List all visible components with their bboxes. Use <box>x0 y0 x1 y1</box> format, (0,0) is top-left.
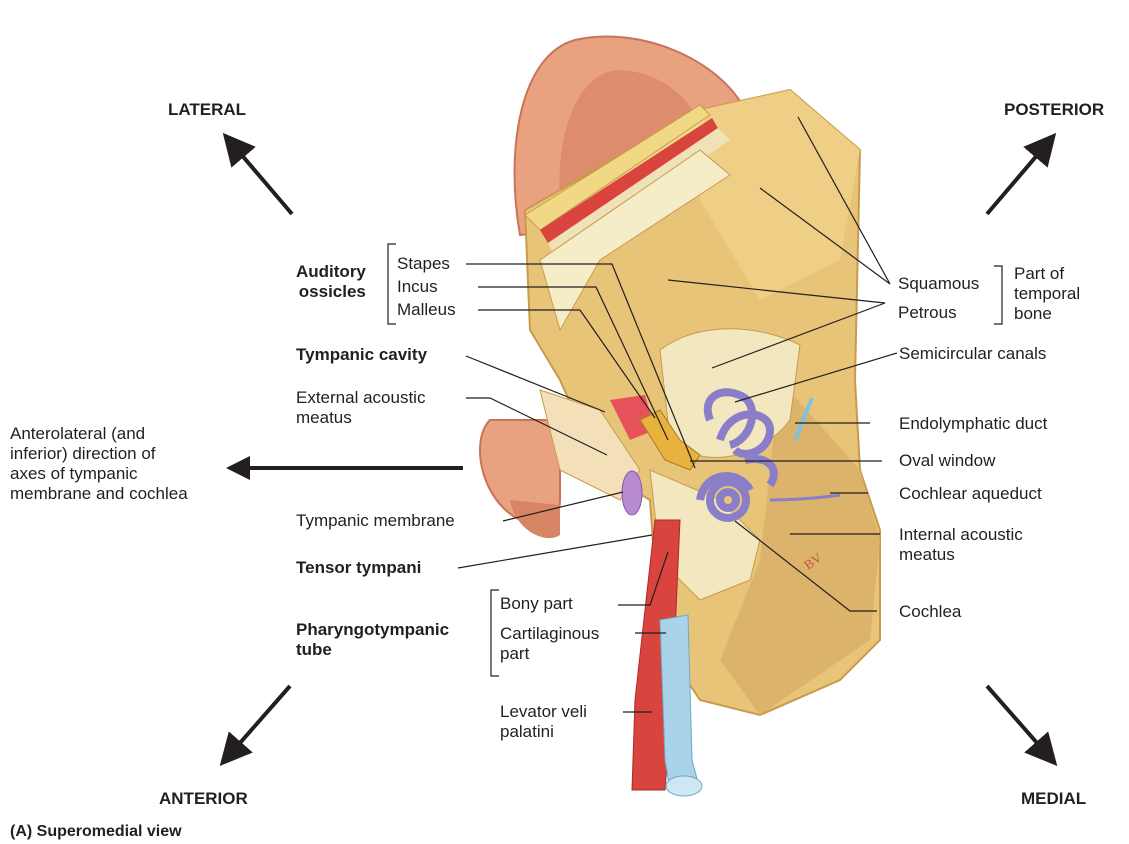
tympanic-membrane-label: Tympanic membrane <box>296 511 455 531</box>
anterior-label: ANTERIOR <box>159 789 248 809</box>
auditory-ossicles-label: Auditory ossicles <box>296 262 366 302</box>
medial-label: MEDIAL <box>1021 789 1086 809</box>
petrous-label: Petrous <box>898 303 957 323</box>
posterior-arrow <box>987 139 1051 214</box>
tympanic-cavity-label: Tympanic cavity <box>296 345 427 365</box>
external-acoustic-meatus-line-2: meatus <box>296 408 425 428</box>
auditory-ossicles-line-2: ossicles <box>296 282 366 302</box>
internal-acoustic-meatus-label: Internal acoustic meatus <box>899 525 1023 565</box>
levator-veli-palatini-line-2: palatini <box>500 722 587 742</box>
pharyngotympanic-tube-line-1: Pharyngotympanic <box>296 620 449 640</box>
cartilaginous-part-label: Cartilaginous part <box>500 624 599 664</box>
axes-direction-line-2: inferior) direction of <box>10 444 188 464</box>
semicircular-canals-label: Semicircular canals <box>899 344 1046 364</box>
levator-veli-palatini-label: Levator veli palatini <box>500 702 587 742</box>
stapes-label: Stapes <box>397 254 450 274</box>
posterior-label: POSTERIOR <box>1004 100 1104 120</box>
endolymphatic-duct-label: Endolymphatic duct <box>899 414 1047 434</box>
axes-direction-line-1: Anterolateral (and <box>10 424 188 444</box>
part-of-temporal-bone-line-1: Part of <box>1014 264 1080 284</box>
axes-direction-line-3: axes of tympanic <box>10 464 188 484</box>
part-of-temporal-bone-label: Part of temporal bone <box>1014 264 1080 324</box>
part-of-temporal-bone-line-3: bone <box>1014 304 1080 324</box>
oval-window-label: Oval window <box>899 451 995 471</box>
internal-acoustic-meatus-line-2: meatus <box>899 545 1023 565</box>
medial-arrow <box>987 686 1052 760</box>
cartilaginous-part-line-1: Cartilaginous <box>500 624 599 644</box>
malleus-label: Malleus <box>397 300 456 320</box>
bony-part-label: Bony part <box>500 594 573 614</box>
caption: (A) Superomedial view <box>10 823 182 841</box>
cochlea-label: Cochlea <box>899 602 961 622</box>
axes-direction-label: Anterolateral (and inferior) direction o… <box>10 424 188 504</box>
internal-acoustic-meatus-line-1: Internal acoustic <box>899 525 1023 545</box>
pharyngotympanic-tube-label: Pharyngotympanic tube <box>296 620 449 660</box>
anterior-arrow <box>225 686 290 760</box>
tensor-tympani-label: Tensor tympani <box>296 558 421 578</box>
cartilaginous-part-line-2: part <box>500 644 599 664</box>
squamous-label: Squamous <box>898 274 979 294</box>
pharyngotympanic-tube-line-2: tube <box>296 640 449 660</box>
auditory-ossicles-line-1: Auditory <box>296 262 366 282</box>
axes-direction-line-4: membrane and cochlea <box>10 484 188 504</box>
external-acoustic-meatus-line-1: External acoustic <box>296 388 425 408</box>
cochlear-aqueduct-label: Cochlear aqueduct <box>899 484 1042 504</box>
lateral-label: LATERAL <box>168 100 246 120</box>
lateral-arrow <box>228 139 292 214</box>
part-of-temporal-bone-line-2: temporal <box>1014 284 1080 304</box>
incus-label: Incus <box>397 277 438 297</box>
external-acoustic-meatus-label: External acoustic meatus <box>296 388 425 428</box>
levator-veli-palatini-line-1: Levator veli <box>500 702 587 722</box>
